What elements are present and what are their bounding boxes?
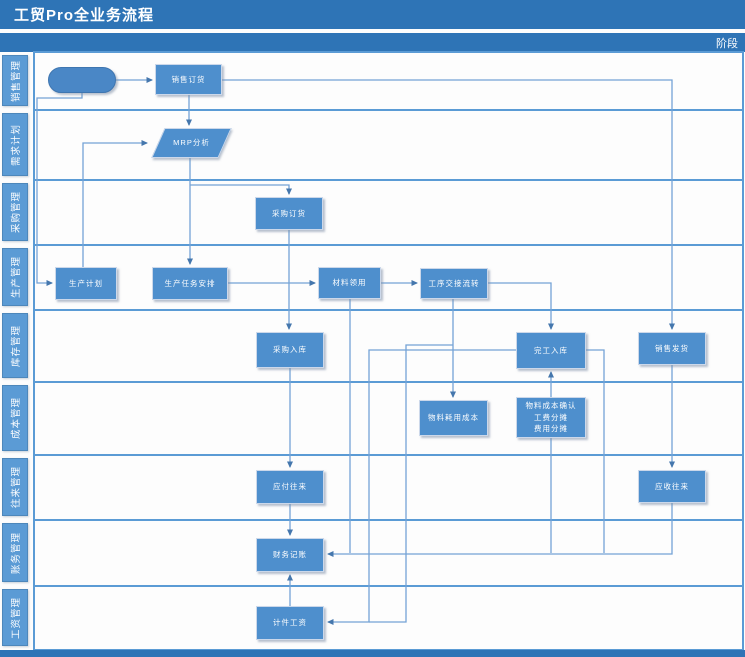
flow-node-material-cost-confirm[interactable]: 物料成本确认 工费分摊 费用分摊 [516, 397, 586, 438]
swimlane-label-8: 工资管理 [2, 589, 28, 646]
flow-node-sales-delivery[interactable]: 销售发货 [638, 332, 706, 365]
phase-label: 阶段 [716, 37, 738, 50]
flow-node-label: 物料耗用成本 [428, 413, 479, 423]
flow-node-label: 应收往来 [655, 481, 689, 491]
phase-header: 阶段 [0, 33, 745, 52]
flow-node-label: 完工入库 [534, 345, 568, 355]
swimlane-label-text: 需求计划 [11, 123, 22, 166]
flow-node-label: 生产任务安排 [164, 278, 216, 288]
swimlane-label-text: 销售管理 [11, 59, 22, 102]
flow-node-label: 物料成本确认 工费分摊 费用分摊 [525, 401, 577, 434]
connector-mrp-to-purchase-order [190, 184, 292, 195]
flow-node-piece-wage[interactable]: 计件工资 [256, 606, 324, 640]
flow-node-sales-order[interactable]: 销售订货 [155, 64, 222, 95]
swimlane-label-4: 库存管理 [2, 313, 28, 378]
lane-border-line [33, 51, 744, 53]
swimlane-label-3: 生产管理 [2, 248, 28, 306]
flow-node-accounts-receivable[interactable]: 应收往来 [638, 470, 706, 503]
swimlane-label-0: 销售管理 [2, 55, 28, 106]
flow-node-label: 采购入库 [273, 345, 307, 355]
connector-production-plan-to-mrp [82, 140, 148, 267]
flow-node-production-plan[interactable]: 生产计划 [55, 267, 117, 300]
swimlane-label-text: 生产管理 [11, 255, 22, 299]
flow-node-material-requisition[interactable]: 材料领用 [318, 267, 381, 299]
lane-border-line [33, 109, 744, 111]
title-bar: 工贸Pro全业务流程 [0, 0, 745, 29]
flow-node-finished-goods-receipt[interactable]: 完工入库 [516, 332, 586, 369]
flow-node-label: MRP分析 [173, 138, 210, 148]
swimlane-label-1: 需求计划 [2, 113, 28, 176]
flow-node-label: 工序交接流转 [428, 278, 480, 288]
connector-start-to-production-plan [36, 93, 83, 286]
swimlane-label-text: 库存管理 [11, 324, 22, 367]
flow-node-accounts-payable[interactable]: 应付往来 [256, 470, 324, 504]
connector-receivable-to-bookkeeping [327, 503, 673, 557]
flow-node-label: 计件工资 [273, 618, 307, 628]
lane-border-line [33, 244, 744, 246]
bottom-bar [0, 650, 745, 657]
flow-node-label: 生产计划 [69, 278, 103, 288]
swimlane-label-2: 采购管理 [2, 183, 28, 241]
swimlane-label-text: 采购管理 [11, 190, 22, 234]
flow-node-label: 销售发货 [655, 343, 689, 353]
flow-node-production-task[interactable]: 生产任务安排 [152, 267, 228, 300]
flow-node-material-consumption-cost[interactable]: 物料耗用成本 [419, 400, 488, 436]
swimlane-label-5: 成本管理 [2, 385, 28, 451]
swimlane-label-6: 往来管理 [2, 458, 28, 516]
lane-border-line [33, 519, 744, 521]
lane-border-line [33, 381, 744, 383]
flow-node-label: 材料领用 [332, 278, 367, 288]
frame-border-line [33, 52, 35, 650]
page-title: 工贸Pro全业务流程 [14, 7, 155, 24]
flow-node-mrp-analysis[interactable]: MRP分析 [150, 128, 233, 158]
swimlane-label-text: 往来管理 [11, 465, 22, 509]
lane-border-line [33, 309, 744, 311]
connector-process-handover-branch-to-piece-wage [369, 344, 453, 623]
swimlane-label-text: 账务管理 [11, 531, 22, 574]
frame-border-line [742, 52, 744, 650]
lane-border-line [33, 179, 744, 181]
lane-border-line [33, 585, 744, 587]
lane-border-line [33, 454, 744, 456]
flow-node-label: 销售订货 [171, 74, 206, 84]
flow-node-financial-bookkeeping[interactable]: 财务记账 [256, 538, 324, 572]
flow-node-purchase-receipt[interactable]: 采购入库 [256, 332, 324, 368]
swimlane-label-text: 成本管理 [11, 396, 22, 440]
flow-node-process-handover[interactable]: 工序交接流转 [420, 268, 488, 299]
swimlane-label-7: 账务管理 [2, 523, 28, 582]
flow-node-purchase-order[interactable]: 采购订货 [255, 197, 323, 230]
swimlane-label-text: 工资管理 [11, 596, 22, 639]
connector-finished-goods-to-piece-wage [327, 349, 516, 625]
connector-process-handover-to-finished-goods [488, 282, 554, 330]
flow-node-label: 财务记账 [273, 550, 307, 560]
flow-node-start[interactable] [48, 67, 116, 93]
flow-node-label: 应付往来 [273, 482, 307, 492]
flow-node-label: 采购订货 [272, 208, 306, 218]
